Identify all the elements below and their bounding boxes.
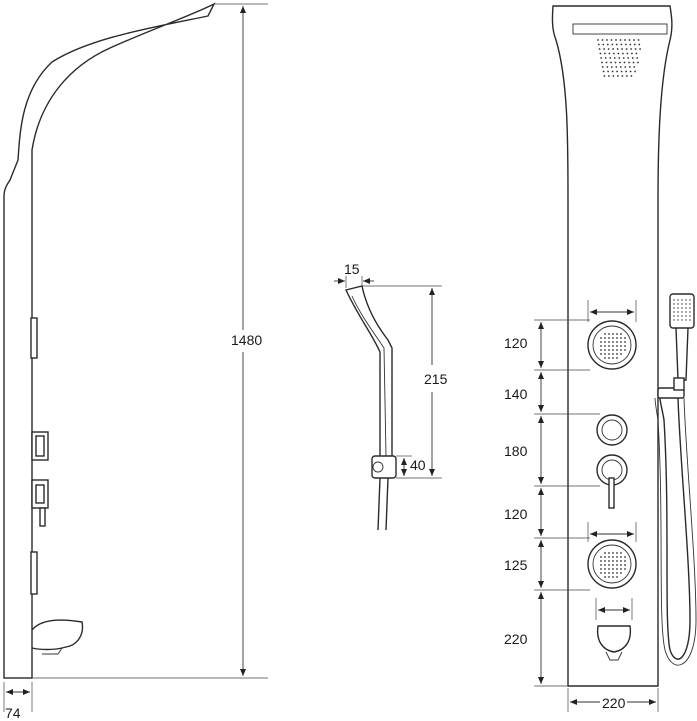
rain-shower-nozzles — [597, 39, 641, 77]
dim-front-width: 220 — [600, 695, 628, 711]
body-jet-upper — [587, 320, 637, 370]
side-body-jet-lower — [30, 551, 38, 595]
hand-shower-hose — [377, 477, 381, 531]
dim-side-depth: 74 — [5, 705, 21, 721]
dim-hand-length: 215 — [424, 371, 448, 387]
front-hand-shower-handle — [675, 327, 689, 381]
front-hose — [659, 397, 691, 660]
vertical-dimension-chain — [534, 319, 600, 687]
tub-spout — [596, 625, 632, 653]
hand-shower-holder — [371, 455, 397, 479]
valve-upper — [596, 414, 628, 446]
dim-hand-top: 15 — [344, 261, 360, 277]
dim-front-5: 125 — [504, 557, 528, 573]
hand-shower-outline — [345, 285, 393, 461]
hand-shower-view — [334, 276, 442, 531]
dim-hand-holder: 40 — [410, 457, 426, 473]
body-jet-lower — [587, 539, 637, 589]
side-spout — [31, 619, 84, 651]
side-lever — [39, 507, 46, 527]
rain-shower-slot — [572, 23, 668, 35]
dim-front-4: 120 — [504, 506, 528, 522]
dim-front-2: 140 — [504, 386, 528, 402]
side-panel-outline — [3, 2, 216, 679]
dim-front-3: 180 — [504, 443, 528, 459]
valve-lever — [608, 477, 615, 509]
front-hand-shower-head — [669, 293, 695, 329]
side-view — [3, 2, 268, 712]
side-body-jet-upper — [30, 317, 38, 359]
dim-side-height: 1480 — [230, 332, 264, 348]
front-view — [534, 5, 697, 712]
dim-front-6: 220 — [504, 631, 528, 647]
dim-front-1: 120 — [504, 335, 528, 351]
front-panel-outline — [551, 5, 673, 687]
